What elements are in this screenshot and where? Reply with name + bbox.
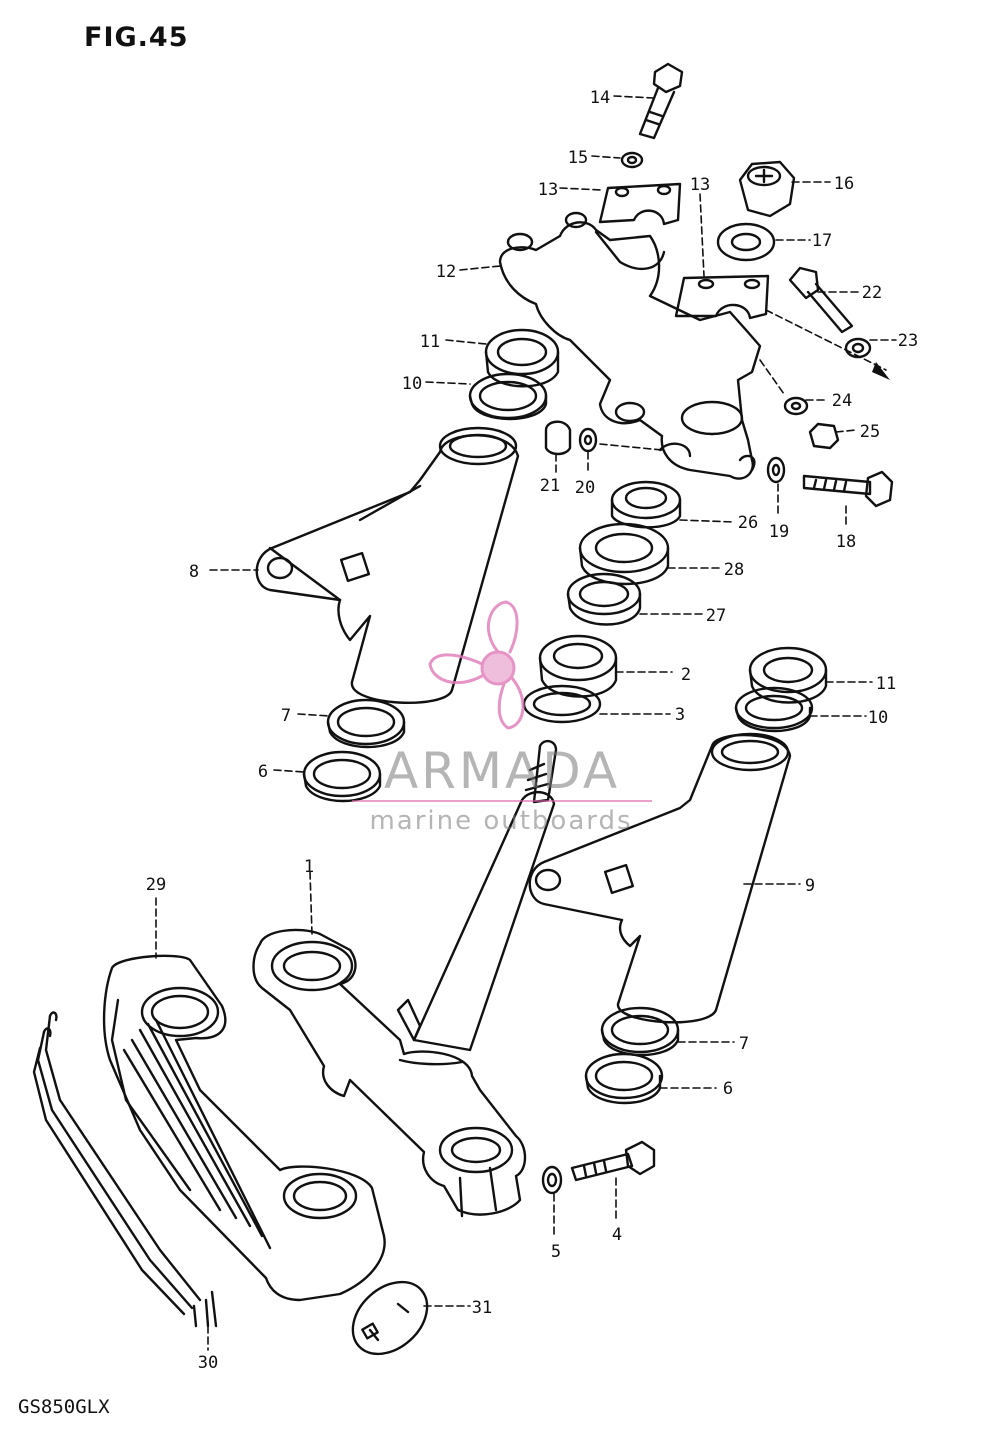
- race-27: [566, 572, 642, 626]
- model-code: GS850GLX: [18, 1396, 110, 1418]
- steering-stem-lower-bracket-1: [252, 739, 558, 1218]
- steering-stem-nut-16: [738, 160, 796, 218]
- callout-7b: 7: [739, 1034, 749, 1054]
- washer-5: [541, 1165, 563, 1195]
- callout-18: 18: [836, 532, 856, 552]
- callout-6a: 6: [258, 762, 268, 782]
- bolt-18: [802, 470, 894, 508]
- bolt-22: [788, 266, 854, 334]
- callout-20: 20: [575, 478, 595, 498]
- callout-5: 5: [551, 1242, 561, 1262]
- upper-bracket-12: [498, 211, 762, 480]
- callout-labels: 1 2 3 4 5 6 6 7 7 8 9 10 10 11 11 12 13 …: [146, 88, 918, 1373]
- washer-24: [783, 396, 809, 416]
- dust-seal-11b: [748, 646, 828, 704]
- nut-21: [544, 420, 572, 456]
- handlebar-clamp-13b: [674, 274, 770, 320]
- callout-23: 23: [898, 331, 918, 351]
- callout-8: 8: [189, 562, 199, 582]
- watermark-name: ARMADA: [383, 742, 621, 800]
- callout-7a: 7: [281, 706, 291, 726]
- watermark-underline: [352, 800, 652, 802]
- ring-7a: [326, 698, 406, 749]
- bearing-28: [578, 522, 670, 586]
- ring-7b: [600, 1006, 680, 1057]
- callout-4: 4: [612, 1225, 622, 1245]
- headlight-bracket-8: [255, 426, 520, 704]
- watermark-propeller-icon: [428, 600, 525, 730]
- callout-11a: 11: [420, 332, 440, 352]
- callout-9: 9: [805, 876, 815, 896]
- callout-21: 21: [540, 476, 560, 496]
- callout-3: 3: [675, 705, 685, 725]
- nut-25: [808, 422, 840, 450]
- callout-14: 14: [590, 88, 610, 108]
- steering-nut-26: [610, 480, 682, 529]
- callout-2: 2: [681, 665, 691, 685]
- callout-16: 16: [834, 174, 854, 194]
- ring-6a: [302, 750, 382, 803]
- callout-30: 30: [198, 1353, 218, 1373]
- callout-31: 31: [472, 1298, 492, 1318]
- bolt-14: [638, 62, 684, 140]
- leader-arrow-head: [872, 362, 890, 380]
- washer-19: [766, 456, 786, 484]
- cap-31: [351, 1280, 429, 1356]
- callout-24: 24: [832, 391, 852, 411]
- leader-lines: [155, 95, 897, 1351]
- ring-10a: [468, 372, 548, 421]
- washer-23: [844, 337, 872, 359]
- ring-6b: [584, 1052, 664, 1105]
- callout-29: 29: [146, 875, 166, 895]
- callout-17: 17: [812, 231, 832, 251]
- nut-15: [620, 151, 644, 169]
- callout-15: 15: [568, 148, 588, 168]
- headlight-bracket-9: [528, 732, 792, 1024]
- trim-30: [32, 1011, 218, 1328]
- handlebar-clamp-13a: [598, 182, 682, 226]
- callout-11b: 11: [876, 674, 896, 694]
- callout-19: 19: [769, 522, 789, 542]
- callout-10b: 10: [868, 708, 888, 728]
- callout-1: 1: [304, 857, 314, 877]
- callout-28: 28: [724, 560, 744, 580]
- callout-26: 26: [738, 513, 758, 533]
- washer-20: [578, 427, 598, 453]
- watermark-tagline: marine outboards: [369, 806, 633, 836]
- callout-6b: 6: [723, 1079, 733, 1099]
- lower-cover-29: [102, 954, 386, 1302]
- callout-27: 27: [706, 606, 726, 626]
- callout-22: 22: [862, 283, 882, 303]
- dust-seal-11a: [484, 328, 560, 388]
- washer-17: [716, 222, 776, 262]
- bolt-4: [570, 1140, 656, 1182]
- figure-title: FIG.45: [84, 22, 189, 53]
- callout-12: 12: [436, 262, 456, 282]
- ring-3: [522, 684, 602, 724]
- callout-13b: 13: [690, 175, 710, 195]
- callout-10a: 10: [402, 374, 422, 394]
- callout-13a: 13: [538, 180, 558, 200]
- callout-25: 25: [860, 422, 880, 442]
- ring-10b: [734, 686, 814, 733]
